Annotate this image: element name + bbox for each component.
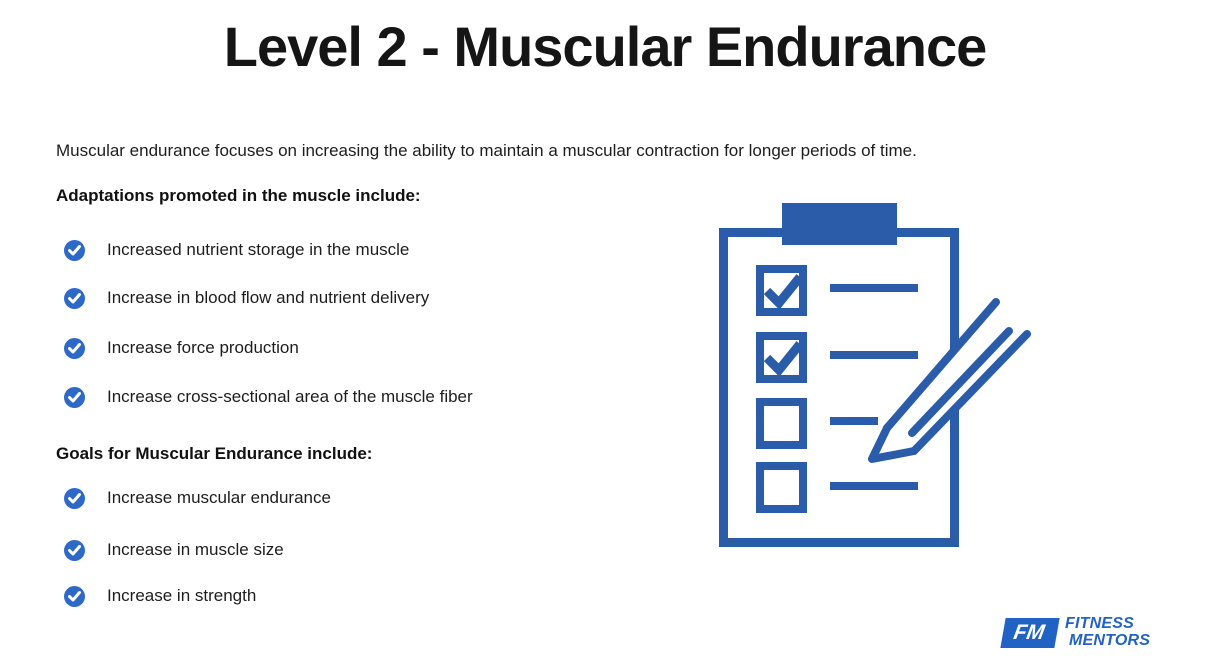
list-item-label: Increased nutrient storage in the muscle	[107, 240, 410, 259]
list-item-label: Increase cross-sectional area of the mus…	[107, 387, 473, 406]
list-item: Increase in strength	[64, 584, 624, 608]
checkbox-3	[756, 398, 807, 449]
list-item-label: Increase in strength	[107, 586, 257, 605]
check-circle-icon	[64, 239, 85, 261]
list-item: Increase in muscle size	[64, 538, 624, 562]
list-item-label: Increase in blood flow and nutrient deli…	[107, 288, 430, 307]
check-circle-icon	[64, 585, 85, 607]
list-item-label: Increase force production	[107, 338, 299, 357]
list-item: Increase in blood flow and nutrient deli…	[64, 286, 624, 310]
list-item: Increased nutrient storage in the muscle	[64, 238, 624, 262]
check-circle-icon	[64, 386, 85, 408]
checkbox-4	[756, 462, 807, 513]
list-item-label: Increase in muscle size	[107, 540, 284, 559]
list-item: Increase force production	[64, 336, 624, 360]
checkmark-2	[763, 341, 804, 377]
check-circle-icon	[64, 337, 85, 359]
checkmark-1	[763, 274, 804, 310]
logo-wordmark: FITNESS MENTORS	[1065, 615, 1150, 649]
page-title: Level 2 - Muscular Endurance	[223, 15, 987, 78]
adaptations-heading: Adaptations promoted in the muscle inclu…	[56, 186, 421, 205]
clipboard-clip	[782, 203, 897, 245]
logo-line-mentors: MENTORS	[1069, 632, 1151, 649]
check-circle-icon	[64, 487, 85, 509]
list-item: Increase muscular endurance	[64, 486, 624, 510]
goals-heading: Goals for Muscular Endurance include:	[56, 444, 373, 463]
intro-text: Muscular endurance focuses on increasing…	[56, 141, 917, 160]
fitness-mentors-logo: FM FITNESS MENTORS	[1000, 615, 1178, 657]
clipboard-checklist-illustration	[719, 203, 1031, 547]
check-circle-icon	[64, 287, 85, 309]
checkbox-2	[756, 332, 807, 383]
list-item: Increase cross-sectional area of the mus…	[64, 385, 624, 409]
logo-line-fitness: FITNESS	[1065, 615, 1134, 632]
check-circle-icon	[64, 539, 85, 561]
fm-badge-label: FM	[1011, 621, 1047, 644]
pencil-icon	[868, 298, 1031, 463]
list-item-label: Increase muscular endurance	[107, 488, 331, 507]
fm-badge: FM	[1000, 618, 1060, 648]
